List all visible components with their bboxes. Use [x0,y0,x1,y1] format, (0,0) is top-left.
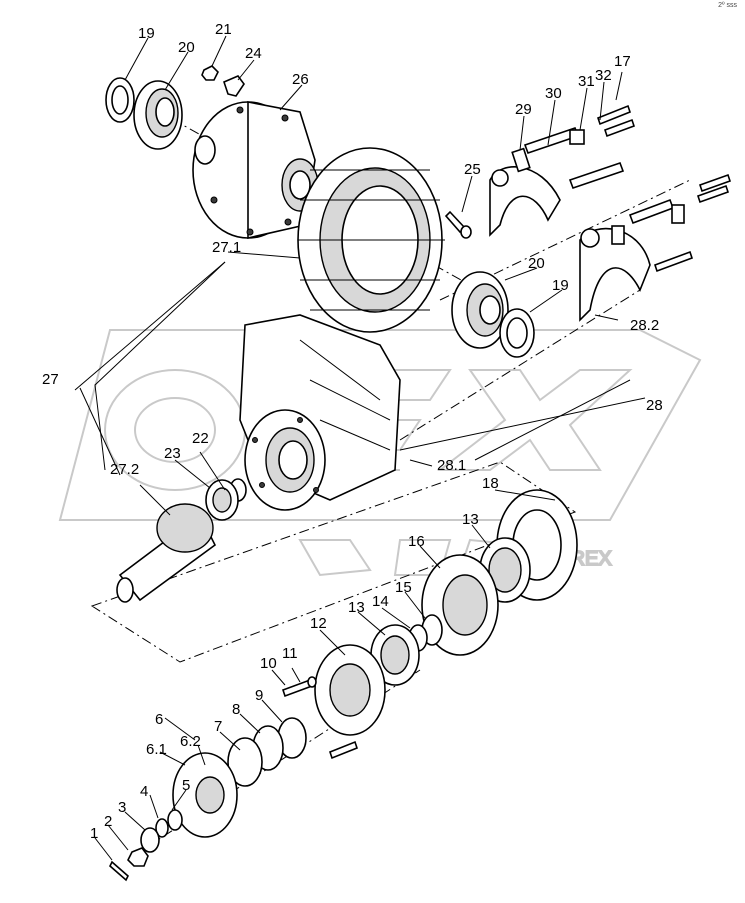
part-2-nut [127,847,149,867]
label-6: 6 [155,711,163,728]
label-10: 10 [260,655,277,672]
part-labels: 1 2 3 4 5 6 6.1 6.2 7 8 9 10 11 12 13 14… [42,21,663,842]
label-1: 1 [90,825,98,842]
parts-29-32-bolts [511,104,732,273]
part-3-washer [140,827,160,853]
label-32: 32 [595,67,612,84]
part-16-bearing-housing [421,554,499,656]
label-9: 9 [255,687,263,704]
part-19-cage-upper [105,77,135,123]
label-28: 28 [646,397,663,414]
part-20-bearing-lower [451,271,509,349]
label-19-upper: 19 [138,25,155,42]
label-12: 12 [310,615,327,632]
label-17: 17 [614,53,631,70]
label-25: 25 [464,161,481,178]
part-25-bolt [444,210,472,239]
label-4: 4 [140,783,148,800]
part-10-11-bolt [281,676,358,760]
label-26: 26 [292,71,309,88]
label-18: 18 [482,475,499,492]
label-22: 22 [192,430,209,447]
part-7-seal [227,737,263,787]
part-28-1-carrier-housing [239,314,401,511]
label-23: 23 [164,445,181,462]
label-27: 27 [42,371,59,388]
part-28-2-cap-upper [489,166,561,237]
label-15: 15 [395,579,412,596]
part-28-2-cap-lower [579,227,651,322]
label-20-lower: 20 [528,255,545,272]
label-29: 29 [515,101,532,118]
label-27-2: 27.2 [110,461,139,478]
label-31: 31 [578,73,595,90]
label-5: 5 [182,777,190,794]
label-14: 14 [372,593,389,610]
label-13-lower: 13 [348,599,365,616]
label-28-2: 28.2 [630,317,659,334]
part-20-bearing-upper [133,80,183,150]
label-13-upper: 13 [462,511,479,528]
label-20-upper: 20 [178,39,195,56]
label-8: 8 [232,701,240,718]
label-6-1: 6.1 [146,741,167,758]
label-24: 24 [245,45,262,62]
part-6-flange [172,752,238,838]
label-3: 3 [118,799,126,816]
part-21-nut [201,65,219,81]
part-4-washer [155,818,169,838]
label-21: 21 [215,21,232,38]
label-28-1: 28.1 [437,457,466,474]
label-7: 7 [214,718,222,735]
part-12-cover [314,644,386,736]
part-23-bearing [205,479,239,521]
label-2: 2 [104,813,112,830]
label-16: 16 [408,533,425,550]
label-6-2: 6.2 [180,733,201,750]
leader-lines [74,35,646,861]
label-19-lower: 19 [552,277,569,294]
part-5-ring [167,809,183,831]
label-27-1: 27.1 [212,239,241,256]
part-24-lockplate [223,75,245,97]
label-30: 30 [545,85,562,102]
part-19-cage-lower [499,308,535,358]
part-1-pin [109,860,129,882]
label-11: 11 [282,645,298,662]
part-27-1-ring-gear [297,147,445,333]
part-27-2-pinion [116,503,217,603]
corner-mark: 2º sss [718,2,737,9]
